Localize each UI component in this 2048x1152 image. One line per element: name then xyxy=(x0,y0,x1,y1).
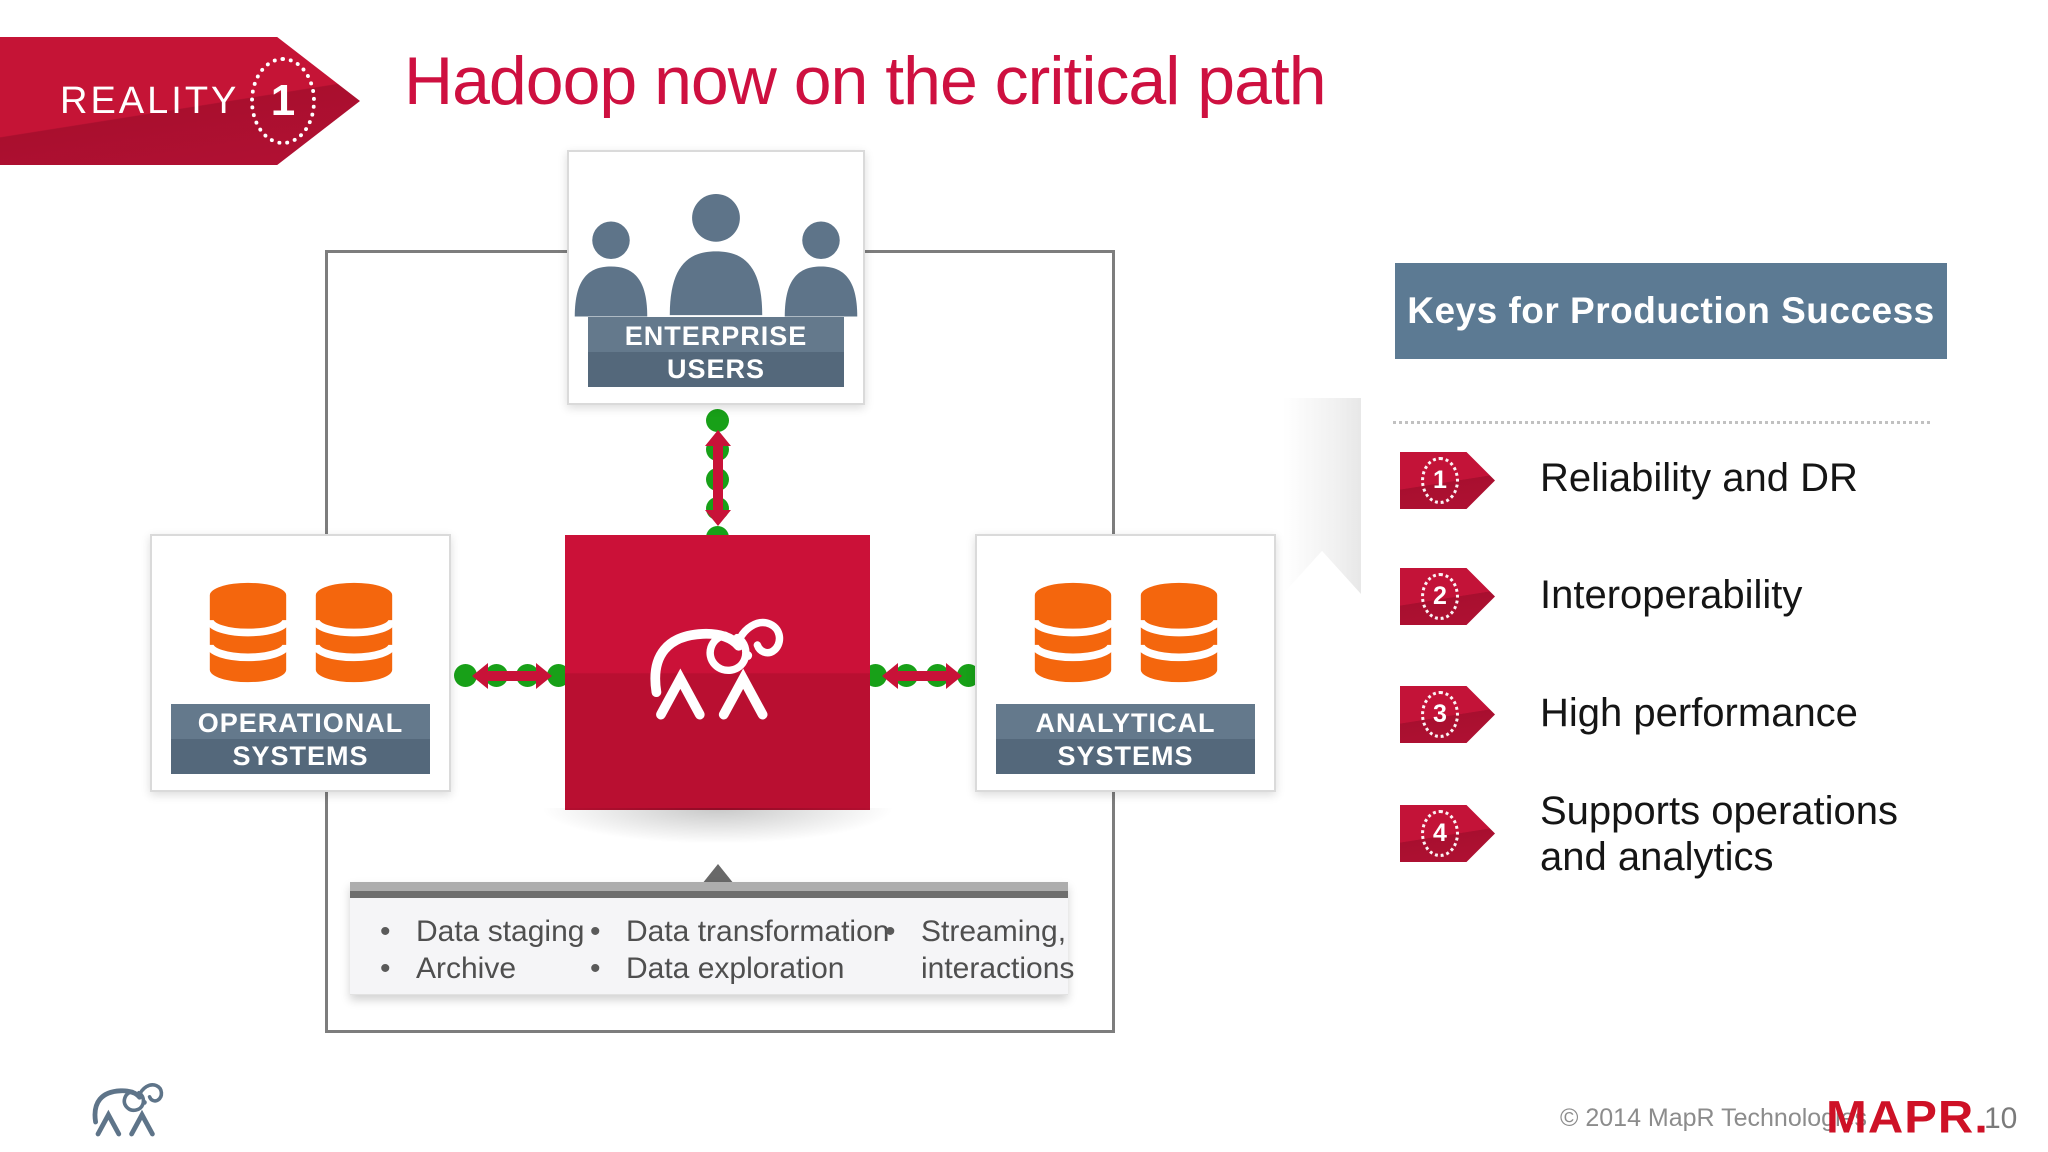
hadoop-elephant-icon xyxy=(650,619,784,720)
workload-item: • Data transformation xyxy=(590,913,889,950)
person-icon xyxy=(669,193,763,316)
workload-item: • Data exploration xyxy=(590,950,889,987)
workload-column: • Streaming, interactions xyxy=(885,913,1074,987)
pointer-triangle xyxy=(702,864,734,884)
workload-item-label: interactions xyxy=(921,952,1075,985)
bullet-icon: • xyxy=(380,952,391,985)
reality-number-badge: 1 xyxy=(250,57,316,145)
key-number-1: 1 xyxy=(1421,457,1459,504)
workload-bar-top-strip xyxy=(350,882,1068,891)
workload-item: • Data staging xyxy=(380,913,584,950)
person-icon xyxy=(574,221,648,317)
reality-banner: REALITY 1 xyxy=(0,37,360,165)
workload-bar: • Data staging • Archive • Data transfor… xyxy=(350,882,1074,995)
key-number-badge-1: 1 xyxy=(1400,452,1495,509)
page-number: 10 xyxy=(1984,1102,2018,1135)
key-number-2: 2 xyxy=(1421,573,1459,620)
workload-item-label: Data staging xyxy=(416,915,585,948)
database-icon xyxy=(205,582,290,683)
workload-column: • Data transformation • Data exploration xyxy=(590,913,889,987)
person-icon xyxy=(784,221,858,317)
database-icon xyxy=(1136,582,1221,683)
box-label-line1: OPERATIONAL xyxy=(197,708,404,738)
workload-column: • Data staging • Archive xyxy=(380,913,584,987)
slide-title: Hadoop now on the critical path xyxy=(404,43,1327,119)
key-number-badge-3: 3 xyxy=(1400,686,1495,743)
bullet-icon: • xyxy=(590,952,601,985)
reality-label: REALITY xyxy=(60,79,240,122)
bullet-icon: • xyxy=(590,915,601,948)
key-number-3: 3 xyxy=(1421,691,1459,738)
workload-item: • Streaming, xyxy=(885,913,1074,950)
box-label-line2: SYSTEMS xyxy=(1057,741,1194,771)
workload-item: interactions xyxy=(885,950,1074,987)
key-item-label-3: High performance xyxy=(1540,691,1858,735)
flow-dot xyxy=(454,664,477,687)
hadoop-center-node xyxy=(565,535,870,810)
analytical-systems-box: ANALYTICAL SYSTEMS xyxy=(975,534,1276,792)
flow-arrow-right xyxy=(882,663,962,689)
workload-bar-body: • Data staging • Archive • Data transfor… xyxy=(350,898,1074,995)
key-number-badge-2: 2 xyxy=(1400,568,1495,625)
workload-item-label: Archive xyxy=(416,952,517,985)
box-label-line1: ENTERPRISE xyxy=(624,321,808,351)
flow-arrow-vertical xyxy=(705,430,731,526)
key-number-badge-4: 4 xyxy=(1400,805,1495,862)
bullet-icon xyxy=(885,950,921,987)
flow-dot xyxy=(957,664,980,687)
box-label-analytical: ANALYTICAL SYSTEMS xyxy=(996,704,1255,774)
keys-separator-dotted-line xyxy=(1393,421,1930,424)
workload-item-label: Data transformation xyxy=(626,915,890,948)
database-icon xyxy=(311,582,396,683)
workload-item: • Archive xyxy=(380,950,584,987)
enterprise-users-box: ENTERPRISE USERS xyxy=(567,150,865,405)
box-label-enterprise: ENTERPRISE USERS xyxy=(588,317,844,387)
copyright-text: © 2014 MapR Technologies xyxy=(1560,1104,1868,1132)
workload-item-label: Data exploration xyxy=(626,952,845,985)
box-label-operational: OPERATIONAL SYSTEMS xyxy=(171,704,430,774)
flow-dot xyxy=(706,409,729,432)
key-item-label-4: Supports operations and analytics xyxy=(1540,789,1899,879)
flow-dot xyxy=(547,664,570,687)
key-item-label-1: Reliability and DR xyxy=(1540,456,1858,500)
workload-item-label: Streaming, xyxy=(921,915,1067,948)
decorative-chevron xyxy=(1283,398,1361,594)
workload-bar-dark-strip xyxy=(350,891,1068,898)
mapr-elephant-icon xyxy=(82,1074,174,1142)
mapr-logo: MAPR. xyxy=(1826,1093,1989,1143)
users-icon xyxy=(569,188,863,321)
center-node-shadow xyxy=(540,808,895,844)
key-item-label-2: Interoperability xyxy=(1540,573,1803,617)
keys-panel-header: Keys for Production Success xyxy=(1395,263,1947,359)
box-label-line2: USERS xyxy=(666,354,766,384)
key-number-4: 4 xyxy=(1421,810,1459,857)
operational-systems-box: OPERATIONAL SYSTEMS xyxy=(150,534,451,792)
bullet-icon: • xyxy=(380,915,391,948)
box-label-line2: SYSTEMS xyxy=(232,741,369,771)
bullet-icon: • xyxy=(885,915,896,948)
box-label-line1: ANALYTICAL xyxy=(1035,708,1216,738)
database-icon xyxy=(1030,582,1115,683)
flow-arrow-left xyxy=(472,663,552,689)
